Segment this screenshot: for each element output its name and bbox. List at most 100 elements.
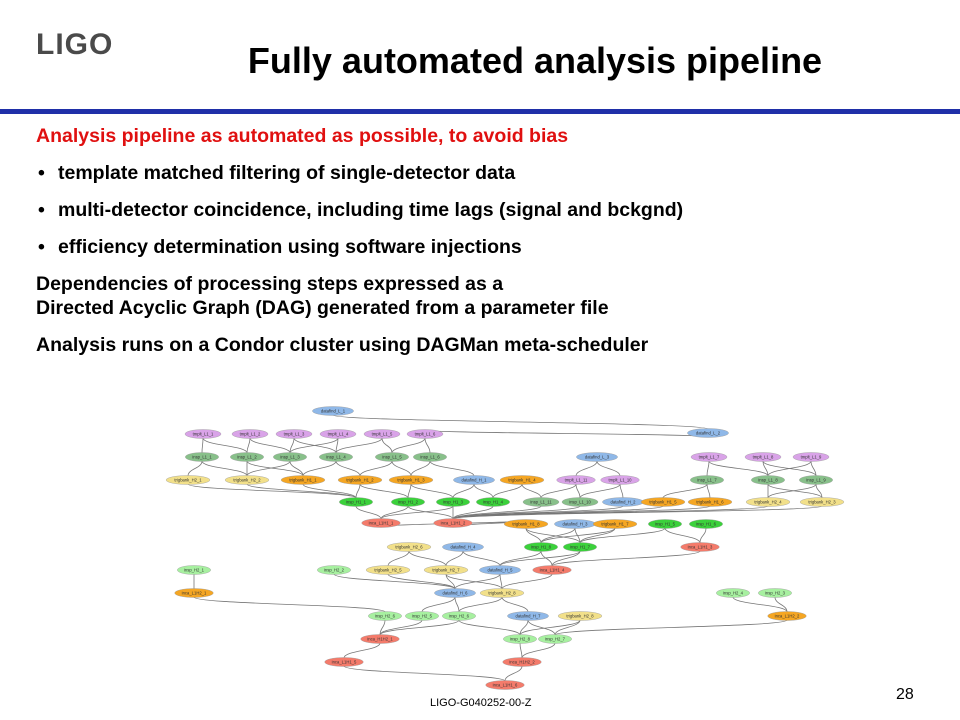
dag-edge [579,483,621,499]
dag-edge [596,460,621,477]
dag-node-label: inca_L1H1_3 [688,545,713,550]
dag-node-label: insp_H1_4 [483,500,504,505]
dag-node: inca_H1H2_1 [360,634,400,644]
dag-node: insp_H1_4 [476,497,510,507]
dag-edge [380,505,454,520]
dag-node: inca_L1H1_3 [680,542,720,552]
dag-node-shape [319,452,353,462]
dag-node: trigbank_H1_2 [337,475,383,485]
dag-node-shape [648,519,682,529]
dag-node-label: insp_H2_6 [375,614,396,619]
dag-edge [445,550,464,567]
dag-edge [579,527,666,544]
dag-node: trigbank_H2_8 [557,611,603,621]
dag-node-shape [563,542,597,552]
dag-node-shape [538,634,572,644]
dag-node: datafind_H_6 [434,588,476,598]
dag-edges [187,414,823,682]
dag-node: inca_L1H1_4 [532,565,572,575]
dag-node: insp_L1_2 [230,452,264,462]
dag-node-shape [680,542,720,552]
dag-edge [407,483,412,499]
dag-node-label: insp_H2_7 [545,637,566,642]
dag-edge [335,437,339,454]
dag-edge [407,505,454,520]
dag-node: insp_H2_3 [758,588,792,598]
dag-node-shape [312,406,354,416]
dag-edge [551,550,701,567]
dag-node-label: insp_L1_9 [806,478,826,483]
dag-edge [501,596,529,613]
dag-node: tmplt_L1_2 [231,429,269,439]
dag-edge [706,483,711,499]
dag-edge [554,619,788,636]
dag-edge [619,483,624,499]
bullet-dot: • [38,162,45,184]
dag-node-label: insp_L1_7 [697,478,717,483]
dag-node-shape [556,475,596,485]
dag-node-shape [600,475,640,485]
dag-edge [391,437,426,454]
dag-edge [504,665,523,682]
dag-node-shape [690,452,728,462]
dag-node: trigbank_H1_3 [388,475,434,485]
dag-node-label: insp_H2_5 [412,614,433,619]
dag-node-label: insp_H1_1 [346,500,367,505]
dag-node-label: trigbank_H1_8 [512,522,540,527]
dag-node-shape [561,497,599,507]
dag-edge [445,573,456,590]
dag-edge [201,437,204,454]
dag-node-label: trigbank_H2_6 [395,545,423,550]
dag-node-label: inca_L1H1_2 [441,521,466,526]
dag-node-label: insp_H1_3 [443,500,464,505]
dag-node-label: tmplt_L1_9 [801,455,822,460]
dag-edge [540,483,577,499]
dag-node-shape [434,588,476,598]
dag-edge [492,483,523,499]
dag-node: datafind_L_1 [312,406,354,416]
dag-node-label: datafind_H_5 [488,568,514,573]
dag-edge [335,460,361,477]
dag-edge [521,483,542,499]
dag-node-shape [433,518,473,528]
dag-node-label: trigbank_H2_7 [432,568,460,573]
dag-node-label: tmplt_L1_10 [608,478,632,483]
dag-node-label: insp_H2_4 [723,591,744,596]
dag-node-label: datafind_L_2 [696,431,721,436]
dag-node-label: trigbank_H1_5 [649,500,677,505]
dag-node: datafind_L_2 [687,428,729,438]
dag-paragraph: Dependencies of processing steps express… [36,272,936,320]
dag-node-label: tmplt_L1_7 [699,455,720,460]
dag-node: insp_L1_5 [375,452,409,462]
dag-edge [458,596,503,613]
dag-node: inca_L1H1_2 [433,518,473,528]
dag-edge [519,619,529,636]
dag-node-label: insp_H2_6 [449,614,470,619]
dag-node-shape [799,497,845,507]
dag-node: insp_H1_2 [391,497,425,507]
dag-node-shape [413,452,447,462]
dag-node-label: tmplt_L1_3 [284,432,305,437]
dag-node-shape [690,475,724,485]
dag-node: insp_H1_6 [689,519,723,529]
dag-node-shape [716,588,750,598]
dag-edge [289,460,304,477]
dag-edge [551,550,581,567]
dag-edge [664,527,701,544]
dag-node-shape [391,497,425,507]
dag-node-label: insp_L1_11 [530,500,552,505]
dag-node: insp_H1_7 [563,542,597,552]
slide-body: Analysis pipeline as automated as possib… [36,124,936,370]
dag-node-label: trigbank_H2_5 [374,568,402,573]
dag-edge [519,642,523,659]
dag-node-shape [406,429,444,439]
dag-edge [501,573,553,590]
dag-node-shape [792,452,830,462]
dag-edge [575,460,598,477]
dag-node: trigbank_H1_8 [503,519,549,529]
dag-node-shape [375,452,409,462]
dag-node: insp_H2_5 [405,611,439,621]
ligo-logo: LIGO [36,28,114,61]
dag-node-label: datafind_H_4 [451,545,477,550]
dag-node-shape [476,497,510,507]
